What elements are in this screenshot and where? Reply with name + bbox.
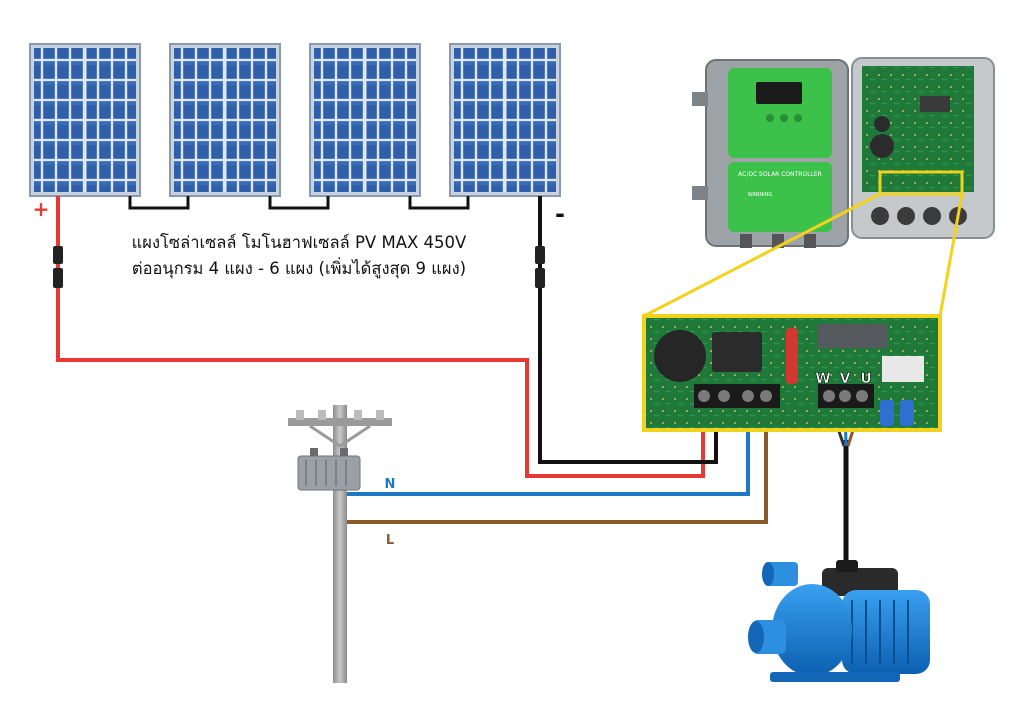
live-wire [346, 400, 768, 524]
output-terminal-block [818, 384, 874, 408]
solar-controller-closed: AC/DC SOLAR CONTROLLER WARNING [692, 59, 849, 248]
controller-warning: WARNING [748, 192, 773, 198]
solar-panel-array [29, 43, 561, 197]
negative-terminal-label: - [555, 200, 565, 228]
live-label: L [386, 533, 394, 548]
solar-panel-2 [169, 43, 281, 197]
water-pump [748, 560, 930, 682]
mc4-connector-positive [53, 246, 63, 288]
positive-terminal-label: + [33, 197, 50, 221]
controller-badge: AC/DC SOLAR CONTROLLER [738, 171, 822, 178]
panel-spec-caption: แผงโซล่าเซลล์ โมโนฮาฟเซลล์ PV MAX 450V ต… [84, 230, 514, 282]
terminal-label-w: W [815, 371, 830, 387]
series-jumpers [128, 196, 470, 210]
input-terminal-block [694, 384, 780, 408]
mc4-connector-negative [535, 246, 545, 288]
zoom-callout-lines [643, 192, 964, 318]
solar-panel-4 [449, 43, 561, 197]
caption-line-1: แผงโซล่าเซลล์ โมโนฮาฟเซลล์ PV MAX 450V [131, 233, 467, 252]
solar-panel-3 [309, 43, 421, 197]
terminal-closeup: W V U [642, 314, 942, 432]
neutral-label: N [385, 477, 396, 492]
terminal-label-u: U [860, 371, 871, 387]
terminal-label-v: V [840, 371, 851, 387]
solar-controller-open [851, 57, 995, 239]
caption-line-2: ต่ออนุกรม 4 แผง - 6 แผง (เพิ่มได้สูงสุด … [131, 259, 467, 278]
transformer [297, 448, 361, 491]
utility-pole [288, 405, 392, 683]
solar-panel-1 [29, 43, 141, 197]
